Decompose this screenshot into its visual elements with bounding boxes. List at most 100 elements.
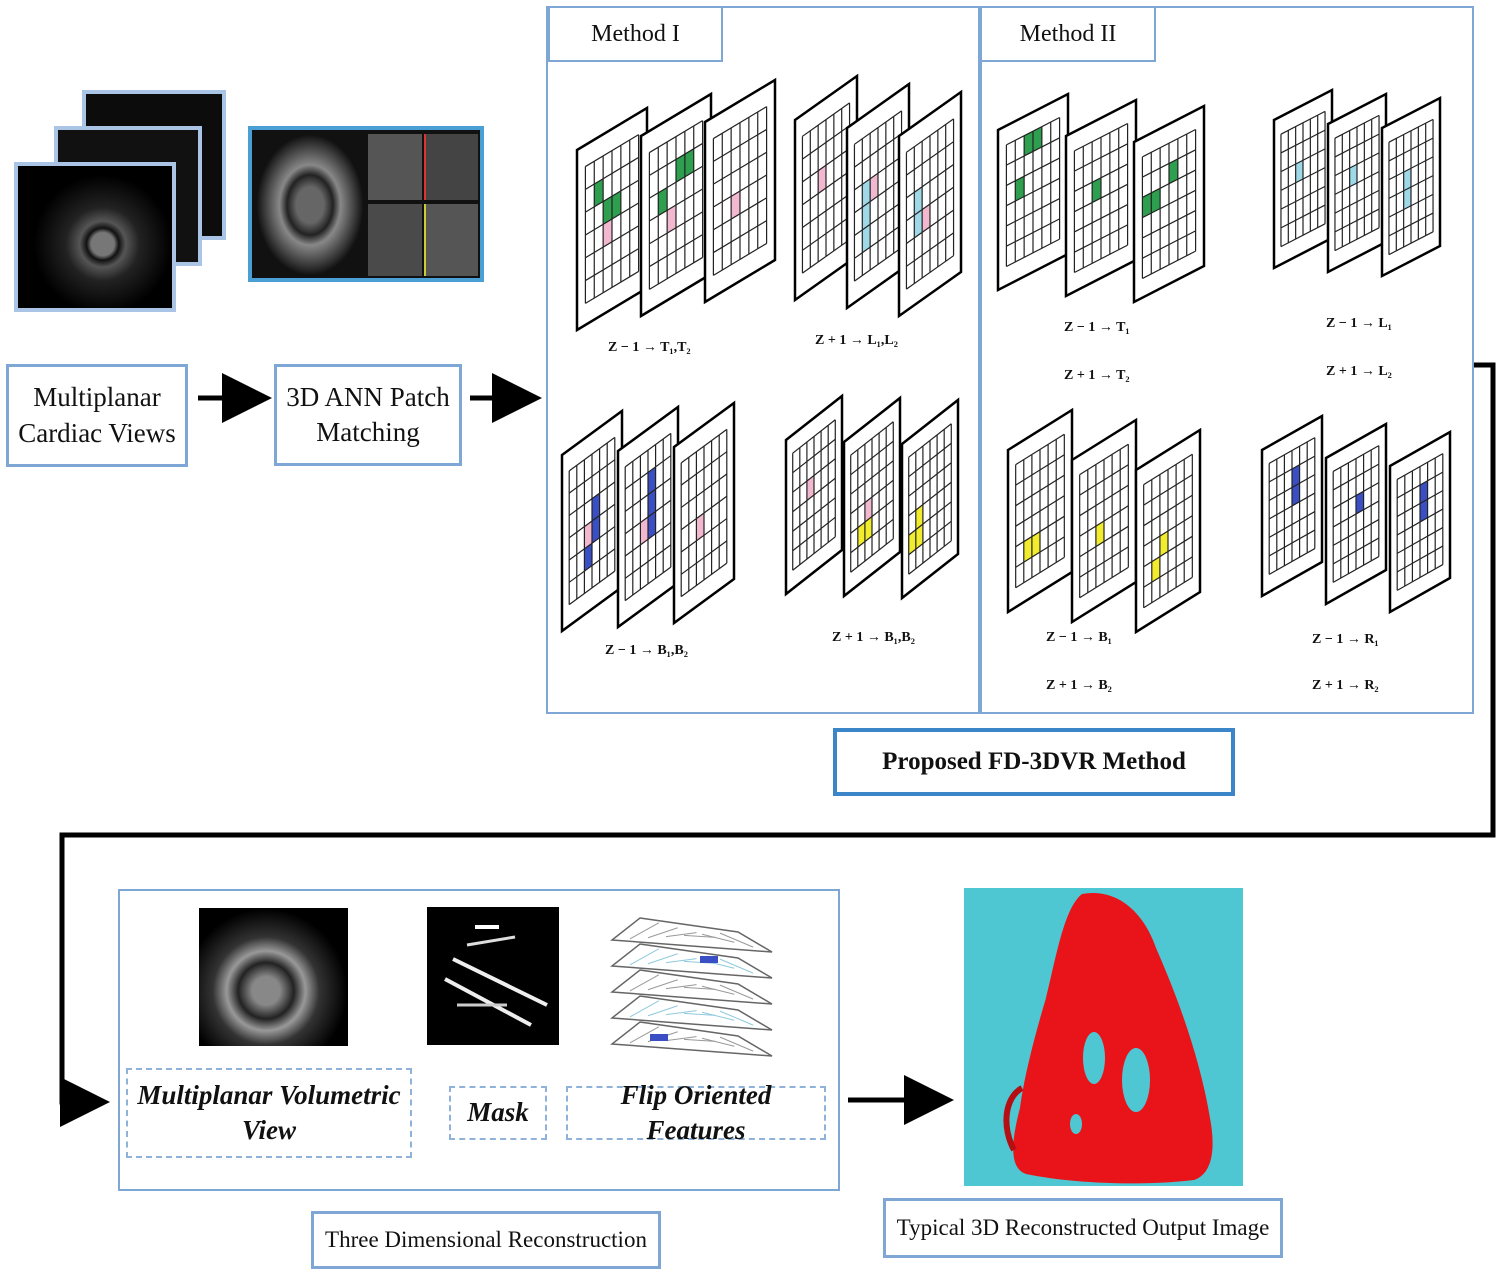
ultrasound-frame-front xyxy=(14,162,176,312)
grid-line xyxy=(568,570,616,606)
grid-line xyxy=(1396,545,1444,573)
feature-layer-line xyxy=(629,948,660,966)
highlight-cell xyxy=(862,178,871,208)
feature-layer-line xyxy=(665,1036,697,1042)
grid-line xyxy=(1280,223,1326,248)
method-2-tab: Method II xyxy=(980,8,1156,62)
slice-sheet xyxy=(1324,421,1388,607)
cardiac-view-stack xyxy=(10,88,230,318)
patch-tile-4 xyxy=(424,204,478,276)
grid-line xyxy=(850,518,894,554)
grid-line xyxy=(624,566,672,602)
slice-sheet xyxy=(703,77,777,305)
feature-layer-line xyxy=(629,1000,660,1018)
feature-layer-line xyxy=(665,958,697,964)
mask-image xyxy=(427,907,559,1045)
reconstruction-panel xyxy=(118,889,840,1191)
highlight-cell xyxy=(1295,160,1303,183)
feature-highlight xyxy=(700,956,718,963)
feature-layer-line xyxy=(629,922,660,940)
proposed-method-label: Proposed FD-3DVR Method xyxy=(882,748,1186,775)
patch-tile-3 xyxy=(368,204,422,276)
grid-line xyxy=(1334,227,1380,252)
grid-line xyxy=(850,538,894,573)
grid-line xyxy=(649,234,703,268)
highlight-cell xyxy=(1292,483,1300,506)
grid-line xyxy=(1334,208,1380,233)
highlight-cell xyxy=(864,497,872,523)
highlight-cell xyxy=(1159,531,1168,557)
method-2-title: Method II xyxy=(1019,20,1117,47)
feature-layer xyxy=(610,969,773,1005)
feature-layer-line xyxy=(719,984,754,1000)
feature-layer-line xyxy=(629,1026,660,1044)
ann-matching-label: 3D ANN Patch Matching xyxy=(286,381,450,447)
slice-sheet xyxy=(1070,417,1138,625)
grid-line xyxy=(792,516,836,552)
highlight-cell xyxy=(684,148,694,177)
highlight-cell xyxy=(667,205,676,234)
grid-line xyxy=(1268,529,1316,557)
highlight-cell xyxy=(922,204,930,233)
highlight-cell xyxy=(862,201,871,230)
grid-line xyxy=(1143,556,1193,588)
feature-layer xyxy=(610,943,773,979)
grid-line xyxy=(908,540,952,575)
mask-caption-box: Mask xyxy=(449,1086,547,1140)
grid-line xyxy=(792,536,836,571)
slice-sheet xyxy=(1326,91,1388,275)
grid-line xyxy=(713,220,767,254)
mask-lines xyxy=(444,925,548,1027)
slice-sheet xyxy=(639,91,713,319)
highlight-cell xyxy=(603,196,612,225)
feature-layer-line xyxy=(629,974,660,992)
volumetric-view-caption-box: Multiplanar Volumetric View xyxy=(126,1068,412,1158)
slice-sheet xyxy=(1272,87,1334,271)
highlight-cell xyxy=(1151,188,1161,214)
patch-tile-1 xyxy=(368,134,422,200)
mask-caption: Mask xyxy=(467,1097,529,1128)
grid-line xyxy=(1006,238,1060,268)
feature-layer-line xyxy=(701,933,735,943)
reconstructed-heart-shape xyxy=(1003,892,1213,1184)
feature-layer xyxy=(610,995,773,1031)
method-1-eq-top-left: Z − 1 → T₁,T₂ xyxy=(608,340,691,355)
grid-line xyxy=(713,242,767,276)
highlight-cell xyxy=(1142,192,1152,218)
highlight-cell xyxy=(612,190,621,219)
feature-layer-line xyxy=(665,1010,697,1016)
method-2-eq-3: Z − 1 → L₁ xyxy=(1326,316,1392,331)
grid-line xyxy=(802,239,850,274)
grid-line xyxy=(1006,218,1060,247)
multiplanar-views-label: Multiplanar Cardiac Views xyxy=(18,382,176,448)
volumetric-view-caption: Multiplanar Volumetric View xyxy=(137,1079,401,1145)
highlight-cell xyxy=(1095,521,1104,547)
feature-layer-line xyxy=(665,932,697,938)
feature-layer-line xyxy=(719,958,754,974)
method-2-eq-4: Z + 1 → L₂ xyxy=(1326,364,1392,379)
grid-line xyxy=(1268,548,1316,575)
grid-line xyxy=(1074,244,1128,274)
feature-layer-line xyxy=(719,1010,754,1026)
features-caption-box: Flip Oriented Features xyxy=(566,1080,826,1145)
grid-line xyxy=(1143,576,1193,609)
slice-sheet xyxy=(793,73,859,303)
slice-sheet xyxy=(845,81,911,311)
highlight-cell xyxy=(1169,158,1178,184)
grid-line xyxy=(1388,212,1434,237)
features-caption: Flip Oriented Features xyxy=(620,1079,772,1145)
grid-line xyxy=(624,544,672,579)
arrow-methods-to-reconstruction xyxy=(59,362,1496,1127)
feature-layer-line xyxy=(647,927,678,939)
slice-sheet xyxy=(1064,97,1138,299)
grid-line xyxy=(585,270,639,304)
highlight-cell xyxy=(1033,126,1042,152)
feature-layer-line xyxy=(719,1036,754,1052)
grid-line xyxy=(680,540,728,575)
output-3d-image xyxy=(964,888,1243,1186)
highlight-cell xyxy=(1403,168,1411,191)
feature-layer-line xyxy=(701,985,735,995)
